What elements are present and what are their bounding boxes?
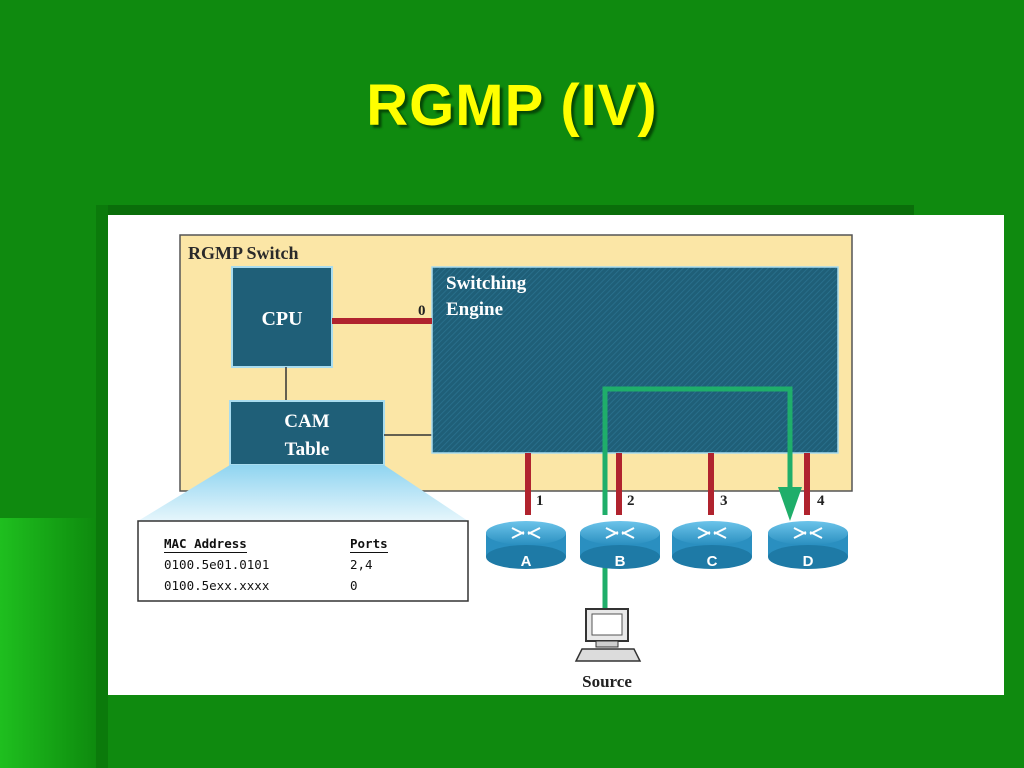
- cam-label-line2: Table: [285, 439, 330, 460]
- switching-engine: [431, 266, 839, 454]
- background-panel: [0, 518, 96, 768]
- router-a: A: [486, 521, 566, 570]
- source-computer-icon: [574, 608, 642, 662]
- rgmp-diagram: RGMP Switch CPU CAM Table Switching Engi…: [108, 215, 1004, 695]
- engine-label-line2: Engine: [446, 299, 503, 320]
- cam-table-frame: [137, 520, 469, 602]
- router-label-c: C: [707, 553, 718, 570]
- diagram-canvas: RGMP Switch CPU CAM Table Switching Engi…: [137, 234, 853, 691]
- slide-title: RGMP (IV): [366, 73, 658, 138]
- source-label: Source: [582, 672, 632, 691]
- background-bar: [96, 205, 108, 768]
- cpu-label: CPU: [261, 308, 302, 330]
- engine-label-line1: Switching: [446, 273, 527, 294]
- cam-header-mac: MAC Address: [164, 536, 247, 553]
- switch-label: RGMP Switch: [188, 243, 299, 263]
- port-number-3: 3: [720, 493, 728, 509]
- port-number-1: 1: [536, 493, 544, 509]
- router-c: C: [672, 521, 752, 570]
- cam-label-line1: CAM: [284, 411, 329, 432]
- multicast-flow-arrowhead: [778, 487, 802, 521]
- cam-table: MAC Address Ports 0100.5e01.0101 2,4 010…: [164, 533, 410, 596]
- cam-cell-mac: 0100.5exx.xxxx: [164, 578, 270, 593]
- cam-cell-mac: 0100.5e01.0101: [164, 557, 270, 572]
- table-row: 0100.5e01.0101 2,4: [164, 554, 410, 575]
- multicast-flow-path: [602, 386, 793, 515]
- router-label-a: A: [521, 553, 532, 570]
- port-number-2: 2: [627, 493, 635, 509]
- cpu-port-number: 0: [418, 303, 426, 319]
- background-bar: [96, 205, 914, 215]
- port-number-4: 4: [817, 493, 825, 509]
- cam-header-ports: Ports: [350, 536, 388, 553]
- router-label-b: B: [615, 553, 626, 570]
- table-row: 0100.5exx.xxxx 0: [164, 575, 410, 596]
- cam-cell-ports: 2,4: [350, 557, 373, 572]
- cam-table-callout: [138, 465, 468, 521]
- router-b: B: [580, 521, 660, 570]
- cam-table-header: MAC Address Ports: [164, 533, 410, 554]
- router-d: D: [768, 521, 848, 570]
- cpu-box: [231, 266, 333, 368]
- cam-cell-ports: 0: [350, 578, 358, 593]
- router-label-d: D: [803, 553, 814, 570]
